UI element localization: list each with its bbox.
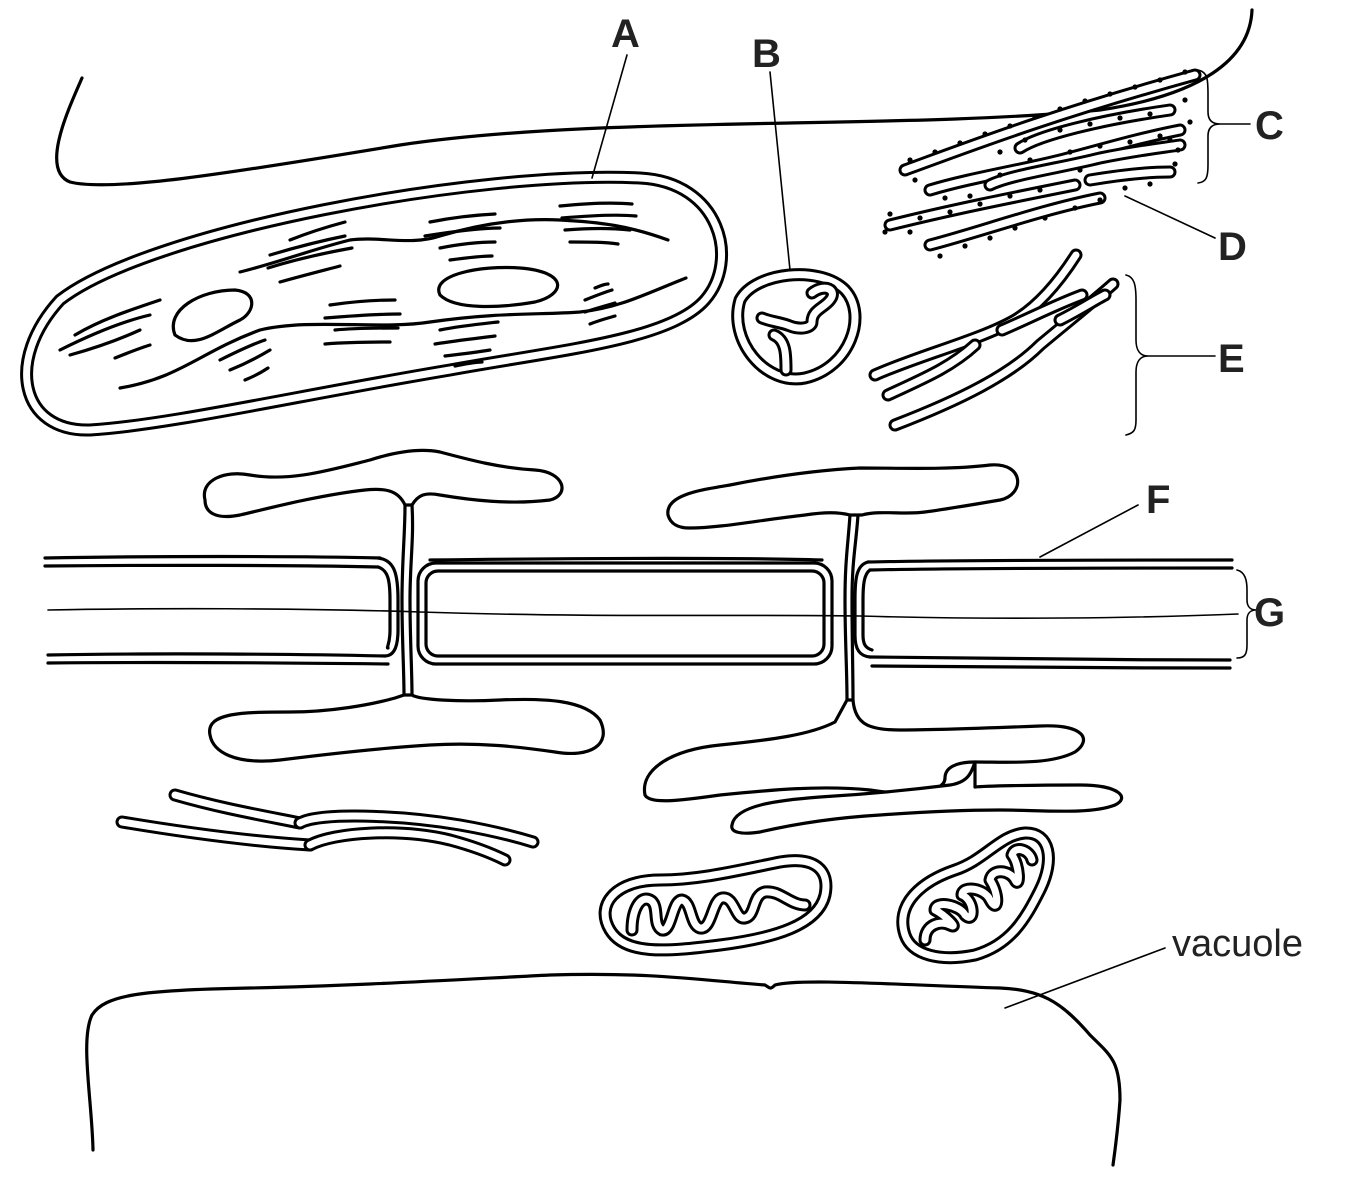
label-vacuole: vacuole <box>1172 923 1303 965</box>
er-cisterna-lower-left <box>208 693 605 763</box>
label-G: G <box>1254 591 1285 635</box>
label-E: E <box>1218 337 1245 381</box>
bracket-C <box>1197 69 1221 184</box>
leader-line-B <box>769 71 791 271</box>
er-cisterna-upper-left <box>202 448 564 519</box>
mitochondrion-b <box>731 268 862 386</box>
er-cisterna-lower-far-right <box>730 760 1124 835</box>
er-tubules-lower-left <box>115 788 540 867</box>
leader-line-A <box>591 54 628 179</box>
leader-line-F <box>1039 504 1139 558</box>
bracket-E <box>1125 274 1149 436</box>
bracket-G <box>1236 569 1257 659</box>
label-F: F <box>1146 478 1170 522</box>
golgi-cisternae <box>868 248 1120 432</box>
plasmodesma-left <box>400 503 415 697</box>
upper-cell-boundary <box>55 8 1254 187</box>
chloroplast <box>20 170 728 437</box>
ribosome-dots <box>882 69 1193 259</box>
vacuole-membrane <box>85 972 1122 1167</box>
rough-er <box>882 68 1202 259</box>
mitochondrion-lower-right <box>896 826 1055 965</box>
leader-line-vacuole <box>1004 947 1166 1009</box>
label-C: C <box>1255 104 1284 148</box>
label-A: A <box>611 12 640 56</box>
label-D: D <box>1218 225 1247 269</box>
er-cisterna-lower-right <box>642 698 1086 803</box>
plasmodesma-right <box>843 513 860 702</box>
er-cisterna-upper-right <box>666 463 1020 530</box>
label-B: B <box>752 32 781 76</box>
cell-wall <box>43 554 1239 670</box>
mitochondrion-lower-left <box>598 854 833 957</box>
leader-line-D <box>1124 195 1216 239</box>
